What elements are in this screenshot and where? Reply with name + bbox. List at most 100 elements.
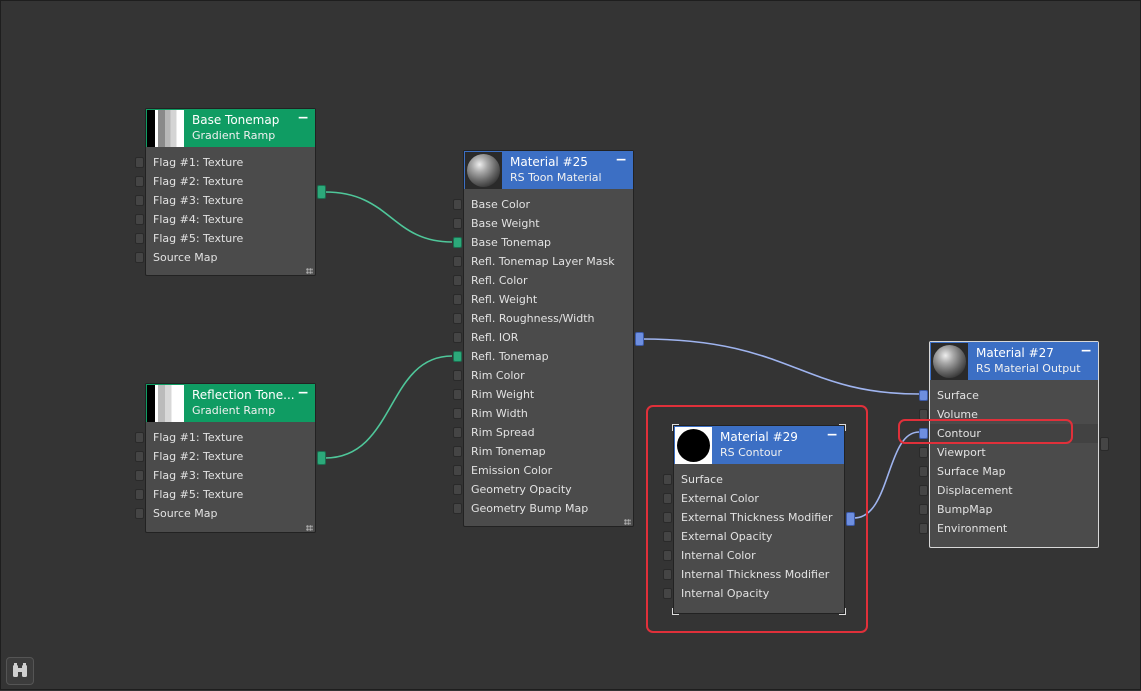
wire-base-tonemap[interactable] xyxy=(324,191,453,243)
input-port[interactable]: Base Weight xyxy=(453,214,633,233)
input-socket[interactable] xyxy=(663,588,672,599)
resize-handle[interactable] xyxy=(624,519,631,525)
input-port[interactable]: Rim Color xyxy=(453,366,633,385)
input-port[interactable]: Base Color xyxy=(453,195,633,214)
input-port[interactable]: Viewport xyxy=(919,443,1098,462)
input-port[interactable]: Flag #4: Texture xyxy=(135,210,315,229)
input-socket-connected[interactable] xyxy=(453,237,462,248)
input-socket[interactable] xyxy=(135,195,144,206)
input-socket[interactable] xyxy=(919,504,928,515)
input-socket[interactable] xyxy=(453,199,462,210)
node-reflection-tonemap[interactable]: Reflection Tone... Gradient Ramp − Flag … xyxy=(135,383,326,533)
input-port[interactable]: Flag #2: Texture xyxy=(135,172,315,191)
input-socket[interactable] xyxy=(453,503,462,514)
input-socket[interactable] xyxy=(663,531,672,542)
input-port[interactable]: Flag #2: Texture xyxy=(135,447,315,466)
node-material-25[interactable]: Material #25 RS Toon Material − Base Col… xyxy=(453,150,644,527)
input-port[interactable]: Internal Color xyxy=(663,546,844,565)
input-socket[interactable] xyxy=(453,389,462,400)
output-socket[interactable] xyxy=(1100,437,1109,451)
collapse-button[interactable]: − xyxy=(297,110,309,126)
output-socket[interactable] xyxy=(846,512,855,526)
input-port[interactable]: Flag #5: Texture xyxy=(135,485,315,504)
input-socket[interactable] xyxy=(135,489,144,500)
input-socket[interactable] xyxy=(135,176,144,187)
input-port[interactable]: Refl. Color xyxy=(453,271,633,290)
input-socket[interactable] xyxy=(453,256,462,267)
input-port[interactable]: Geometry Opacity xyxy=(453,480,633,499)
input-socket[interactable] xyxy=(453,218,462,229)
node-material-27[interactable]: Material #27 RS Material Output − Surfac… xyxy=(919,341,1109,548)
input-socket[interactable] xyxy=(453,294,462,305)
input-socket[interactable] xyxy=(135,214,144,225)
input-socket[interactable] xyxy=(663,550,672,561)
collapse-button[interactable]: − xyxy=(297,385,309,401)
output-socket[interactable] xyxy=(317,185,326,199)
input-socket[interactable] xyxy=(135,451,144,462)
input-port[interactable]: External Thickness Modifier xyxy=(663,508,844,527)
node-header[interactable]: Base Tonemap Gradient Ramp − xyxy=(146,109,315,147)
input-socket[interactable] xyxy=(453,465,462,476)
input-socket[interactable] xyxy=(453,275,462,286)
input-port[interactable]: Refl. IOR xyxy=(453,328,633,347)
input-port[interactable]: Geometry Bump Map xyxy=(453,499,633,518)
input-socket[interactable] xyxy=(135,233,144,244)
output-socket[interactable] xyxy=(317,451,326,465)
resize-handle[interactable] xyxy=(306,525,313,531)
input-socket[interactable] xyxy=(453,427,462,438)
input-port[interactable]: Rim Weight xyxy=(453,385,633,404)
input-port[interactable]: Emission Color xyxy=(453,461,633,480)
input-socket[interactable] xyxy=(135,157,144,168)
input-port[interactable]: Source Map xyxy=(135,248,315,267)
node-header[interactable]: Material #27 RS Material Output − xyxy=(930,342,1098,380)
input-socket[interactable] xyxy=(135,432,144,443)
input-socket[interactable] xyxy=(135,252,144,263)
wire-material29-contour[interactable] xyxy=(853,431,920,519)
input-socket[interactable] xyxy=(663,512,672,523)
input-port[interactable]: Internal Opacity xyxy=(663,584,844,603)
node-material-29[interactable]: Material #29 RS Contour − Surface Extern… xyxy=(663,424,855,615)
output-socket[interactable] xyxy=(635,332,644,346)
input-socket[interactable] xyxy=(453,370,462,381)
input-port[interactable]: Rim Tonemap xyxy=(453,442,633,461)
node-header[interactable]: Reflection Tone... Gradient Ramp − xyxy=(146,384,315,422)
input-port[interactable]: Surface Map xyxy=(919,462,1098,481)
input-port[interactable]: Refl. Roughness/Width xyxy=(453,309,633,328)
input-port[interactable]: Surface xyxy=(663,470,844,489)
input-port[interactable]: Flag #3: Texture xyxy=(135,466,315,485)
input-socket[interactable] xyxy=(453,484,462,495)
input-socket-connected[interactable] xyxy=(453,351,462,362)
input-socket[interactable] xyxy=(453,408,462,419)
input-port[interactable]: Rim Width xyxy=(453,404,633,423)
input-port-contour[interactable]: Contour xyxy=(919,424,1098,443)
input-socket[interactable] xyxy=(453,446,462,457)
input-port[interactable]: Refl. Weight xyxy=(453,290,633,309)
input-port[interactable]: Refl. Tonemap Layer Mask xyxy=(453,252,633,271)
input-socket[interactable] xyxy=(135,508,144,519)
input-socket[interactable] xyxy=(919,447,928,458)
input-port[interactable]: Flag #3: Texture xyxy=(135,191,315,210)
node-header[interactable]: Material #29 RS Contour − xyxy=(674,426,844,464)
input-port[interactable]: Surface xyxy=(919,386,1098,405)
node-header[interactable]: Material #25 RS Toon Material − xyxy=(464,151,633,189)
collapse-button[interactable]: − xyxy=(826,427,838,443)
input-port[interactable]: External Color xyxy=(663,489,844,508)
input-port[interactable]: Base Tonemap xyxy=(453,233,633,252)
input-port[interactable]: Environment xyxy=(919,519,1098,538)
resize-handle[interactable] xyxy=(306,268,313,274)
input-port[interactable]: Flag #1: Texture xyxy=(135,153,315,172)
input-socket[interactable] xyxy=(919,485,928,496)
input-socket-connected[interactable] xyxy=(919,390,928,401)
collapse-button[interactable]: − xyxy=(615,152,627,168)
input-socket[interactable] xyxy=(135,470,144,481)
input-port[interactable]: Internal Thickness Modifier xyxy=(663,565,844,584)
node-base-tonemap[interactable]: Base Tonemap Gradient Ramp − Flag #1: Te… xyxy=(135,108,326,276)
wire-material25-surface[interactable] xyxy=(641,338,920,395)
binoculars-icon[interactable] xyxy=(6,657,34,685)
input-port[interactable]: Displacement xyxy=(919,481,1098,500)
input-socket[interactable] xyxy=(919,466,928,477)
input-socket[interactable] xyxy=(663,569,672,580)
input-port[interactable]: Source Map xyxy=(135,504,315,523)
collapse-button[interactable]: − xyxy=(1080,343,1092,359)
input-socket[interactable] xyxy=(919,523,928,534)
